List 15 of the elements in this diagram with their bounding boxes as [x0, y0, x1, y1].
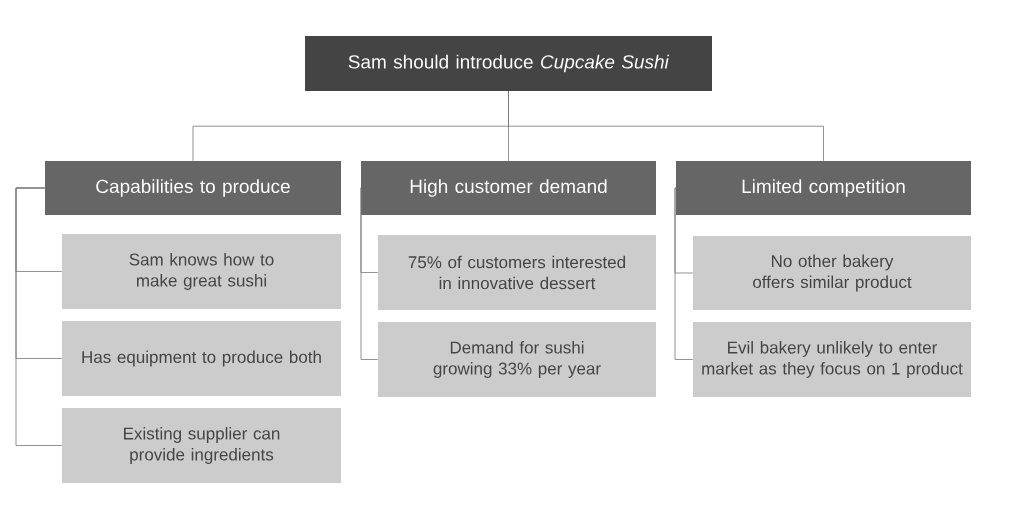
category-box: Limited competition [676, 161, 971, 215]
reason-box: Evil bakery unlikely to enter market as they focus on 1 product [693, 322, 971, 397]
connector-line [360, 187, 379, 360]
reason-box: 75% of customers interested in innovative dessert [378, 235, 656, 310]
category-box: Capabilities to produce [45, 161, 341, 215]
root-box: Sam should introduce Cupcake Sushi [305, 36, 712, 91]
connector-line [508, 90, 824, 162]
connector-line [674, 187, 694, 360]
reason-box: Has equipment to produce both [62, 321, 341, 396]
reason-box: Sam knows how to make great sushi [62, 234, 341, 309]
reason-box: Existing supplier can provide ingredients [62, 408, 341, 483]
connector-line [15, 187, 63, 446]
reason-box: Demand for sushi growing 33% per year [378, 322, 656, 397]
reason-box: No other bakery offers similar product [693, 236, 971, 310]
category-box: High customer demand [361, 161, 656, 215]
